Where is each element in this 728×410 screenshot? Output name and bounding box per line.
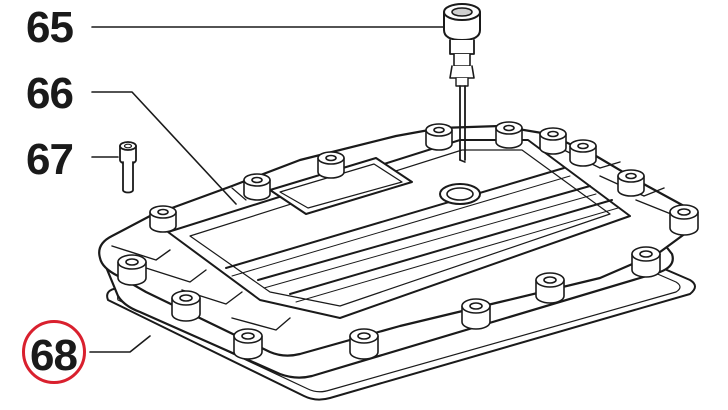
callout-68: 68 <box>30 331 78 380</box>
callout-67: 67 <box>26 135 74 184</box>
boss-5 <box>461 298 491 330</box>
screw-part-67 <box>119 141 137 194</box>
callout-65: 65 <box>26 3 74 52</box>
dipstick-part-65 <box>443 3 481 163</box>
leader-66 <box>91 91 237 205</box>
boss-8 <box>669 204 699 236</box>
boss-4 <box>349 328 379 360</box>
bolt-bosses <box>117 121 699 360</box>
highlight-ring-68 <box>22 320 86 384</box>
boss-16 <box>149 205 177 233</box>
leader-68 <box>89 335 151 353</box>
boss-15 <box>243 173 271 201</box>
boss-12 <box>495 121 523 149</box>
boss-14 <box>317 151 345 179</box>
boss-2 <box>171 290 201 322</box>
boss-9 <box>617 169 645 197</box>
boss-10 <box>569 139 597 167</box>
callout-66: 66 <box>26 69 74 118</box>
boss-1 <box>117 254 147 286</box>
boss-7 <box>631 246 661 278</box>
boss-3 <box>233 328 263 360</box>
boss-11 <box>539 127 567 155</box>
leader-lines <box>89 26 445 353</box>
boss-6 <box>535 272 565 304</box>
boss-13 <box>425 123 453 151</box>
